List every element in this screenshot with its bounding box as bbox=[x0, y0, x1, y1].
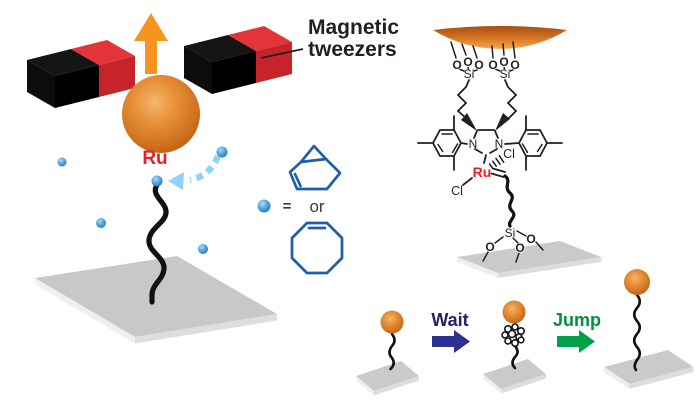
n-atom-label: N bbox=[469, 137, 478, 151]
o-atom-label: O bbox=[526, 232, 535, 246]
annotation-pointer-line bbox=[260, 48, 304, 59]
o-atom-label: O bbox=[485, 240, 494, 254]
magnetic-tweezers-scene: Ru Magnetic tweezers bbox=[27, 13, 399, 344]
o-atom-label: O bbox=[488, 58, 497, 72]
step-chain bbox=[388, 332, 396, 371]
catalyst-structure: O O O O O O Si Si N N bbox=[417, 25, 602, 278]
o-atom-label: O bbox=[463, 55, 472, 69]
monomer-dot bbox=[151, 175, 163, 187]
o-atom-label: O bbox=[499, 55, 508, 69]
equals-label: = bbox=[283, 198, 292, 215]
step-bead bbox=[502, 300, 526, 324]
si-atom-label: Si bbox=[500, 67, 511, 81]
annotation-line-1: Magnetic bbox=[308, 16, 399, 39]
carbene-double-bond bbox=[490, 167, 506, 178]
pull-force-arrow-icon bbox=[134, 13, 168, 74]
jump-sequence: Wait Jump bbox=[356, 269, 694, 396]
n-atom-label: N bbox=[495, 137, 504, 151]
monomer-key: = or bbox=[257, 144, 344, 275]
key-monomer-dot bbox=[257, 199, 271, 213]
annotation-line-2: tweezers bbox=[308, 38, 397, 61]
alkyl-tether bbox=[503, 174, 516, 228]
cl-atom-label: Cl bbox=[503, 147, 515, 161]
wait-label: Wait bbox=[431, 310, 468, 330]
monomer-dot bbox=[96, 218, 106, 228]
o-atom-label: O bbox=[474, 58, 483, 72]
coil-blob bbox=[501, 323, 525, 347]
siloxane-oxygens-top: O O O O O O bbox=[452, 55, 520, 72]
polymer-chain bbox=[146, 182, 169, 305]
mesityl-right bbox=[517, 115, 563, 171]
nhc-ligand: N N bbox=[417, 115, 563, 171]
monomer-dot bbox=[198, 244, 208, 254]
jump-arrow-icon bbox=[557, 330, 595, 353]
step-platform bbox=[483, 359, 546, 394]
monomer-dot bbox=[216, 146, 228, 158]
step-bead bbox=[380, 310, 404, 334]
bead-cap bbox=[433, 25, 567, 49]
magnetic-bead bbox=[122, 75, 200, 153]
monomer-diffusion-arrow-icon bbox=[168, 154, 222, 190]
step-chain bbox=[511, 344, 519, 370]
cl-atom-label: Cl bbox=[451, 184, 463, 198]
step-platform bbox=[604, 350, 694, 389]
anchor-platform bbox=[457, 241, 602, 278]
ru-center: Ru Cl Cl bbox=[451, 147, 515, 198]
surface-silane: Si O O O bbox=[482, 226, 544, 263]
cyclooctene-structure bbox=[290, 221, 344, 275]
mesityl-left bbox=[417, 115, 463, 171]
monomer-dots bbox=[57, 146, 228, 254]
or-label: or bbox=[309, 197, 324, 216]
annotation-label: Magnetic tweezers bbox=[260, 16, 399, 61]
hashed-bond bbox=[488, 154, 505, 169]
step-platform bbox=[356, 361, 419, 396]
sequence-step-1 bbox=[356, 310, 419, 396]
step-bead bbox=[624, 269, 650, 295]
monomer-dot bbox=[57, 157, 67, 167]
step-chain bbox=[632, 293, 642, 372]
jump-label: Jump bbox=[553, 310, 601, 330]
wait-arrow-icon bbox=[432, 330, 470, 353]
magnet-left-icon bbox=[27, 40, 135, 108]
bead-ru-label: Ru bbox=[142, 148, 167, 169]
linker-chains bbox=[456, 79, 518, 131]
bead-silane-bonds bbox=[450, 41, 516, 72]
sequence-step-3 bbox=[604, 269, 694, 389]
ru-atom-label: Ru bbox=[473, 164, 492, 180]
o-atom-label: O bbox=[510, 58, 519, 72]
o-atom-label: O bbox=[515, 241, 524, 255]
sequence-step-2 bbox=[483, 300, 546, 394]
si-atom-label: Si bbox=[464, 67, 475, 81]
o-atom-label: O bbox=[452, 58, 461, 72]
magnet-right-icon bbox=[184, 26, 292, 94]
substrate-platform bbox=[35, 256, 277, 344]
norbornene-structure bbox=[288, 144, 342, 191]
si-atom-label: Si bbox=[505, 226, 516, 240]
